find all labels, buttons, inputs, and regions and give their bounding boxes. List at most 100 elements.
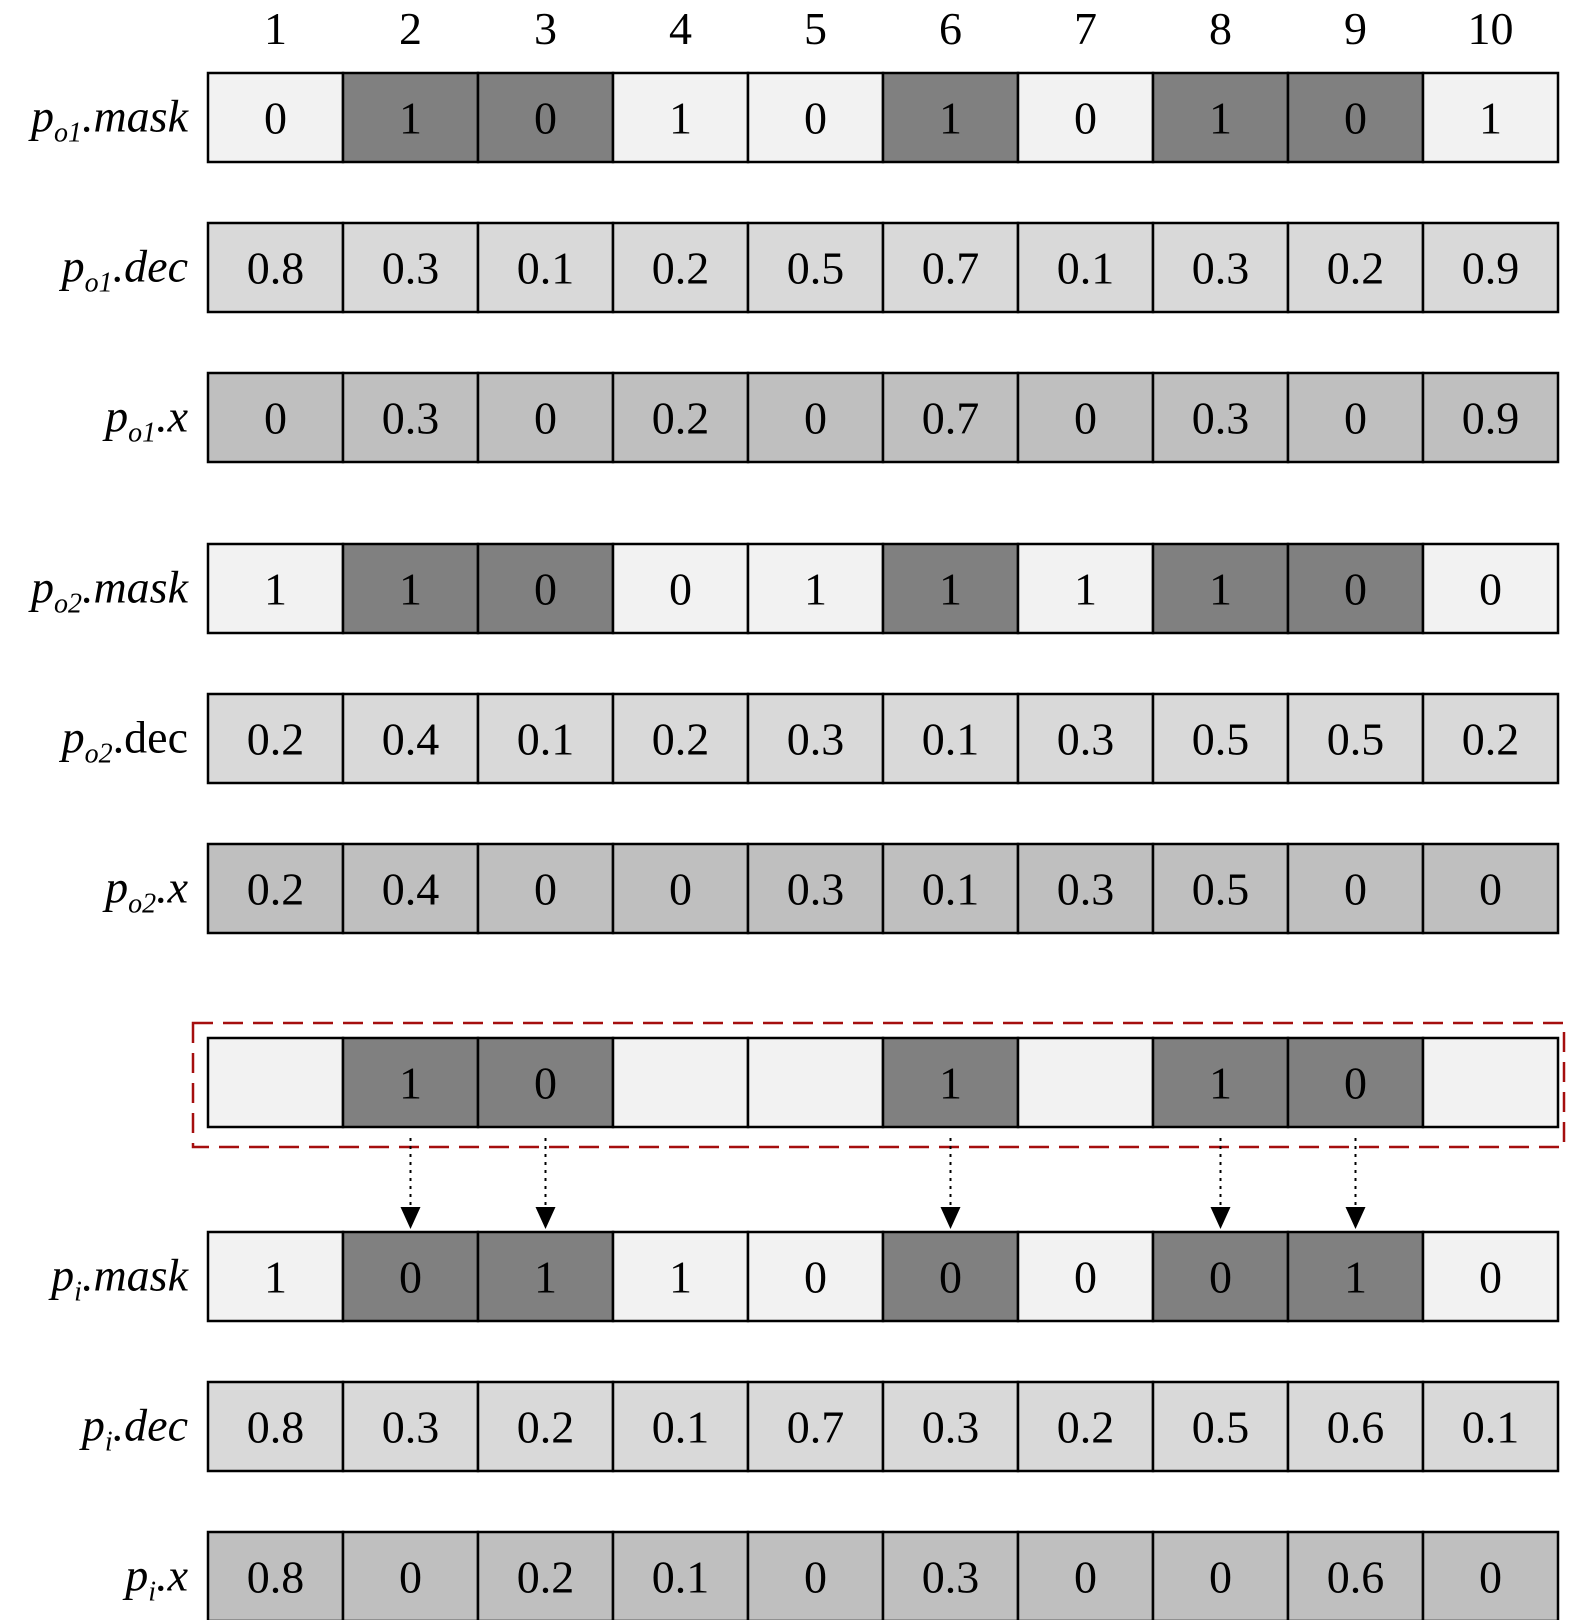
- row-label: po1.x: [102, 391, 189, 449]
- cell-value: 1: [399, 564, 422, 615]
- cell-value: 0: [804, 93, 827, 144]
- column-number: 6: [939, 3, 962, 54]
- cell-box: [1286, 542, 1425, 635]
- cell-value: 0.2: [517, 1552, 575, 1603]
- cell-box: [206, 71, 345, 164]
- cell-value: 0.5: [1192, 864, 1250, 915]
- cell-value: 0.3: [1192, 393, 1250, 444]
- cell-value: 0: [1479, 864, 1502, 915]
- cell-box: [206, 371, 345, 464]
- label-base: p: [102, 391, 128, 442]
- label-subscript: o2: [85, 739, 113, 770]
- cell-box: [1151, 71, 1290, 164]
- cell-box: [1421, 842, 1560, 935]
- cell-value: 1: [939, 93, 962, 144]
- cell-value: 1: [264, 1252, 287, 1303]
- column-number: 4: [669, 3, 692, 54]
- column-number: 5: [804, 3, 827, 54]
- cell-box: [476, 1530, 615, 1620]
- cell-value: 0.3: [787, 864, 845, 915]
- row-label: po1.dec: [59, 241, 188, 299]
- cell-box: [476, 692, 615, 785]
- cell-box: [746, 371, 885, 464]
- row-labels: po1.maskpo1.decpo1.xpo2.maskpo2.decpo2.x…: [28, 91, 190, 1608]
- column-number: 10: [1468, 3, 1514, 54]
- cell-box: [1286, 692, 1425, 785]
- label-base: p: [59, 241, 85, 292]
- cell-box: [746, 692, 885, 785]
- cell-value: 0: [1074, 1552, 1097, 1603]
- cell-box: [476, 1230, 615, 1323]
- cell-value: 0: [1074, 393, 1097, 444]
- cell-value: 1: [939, 564, 962, 615]
- cell-value: 1: [1074, 564, 1097, 615]
- cell-box: [1016, 692, 1155, 785]
- label-suffix: .dec: [113, 1400, 188, 1451]
- cell-value: 0.7: [922, 393, 980, 444]
- cell-box: [476, 1380, 615, 1473]
- row-label: pi.dec: [79, 1400, 188, 1458]
- cell-box: [1151, 221, 1290, 314]
- cell-value: 1: [1209, 93, 1232, 144]
- cell-value: 0.6: [1327, 1552, 1385, 1603]
- cell-box: [1151, 1530, 1290, 1620]
- cell-value: 0.8: [247, 1402, 305, 1453]
- cell-box: [881, 692, 1020, 785]
- arrow-head: [1345, 1207, 1366, 1229]
- cell-value: 0.7: [787, 1402, 845, 1453]
- cell-box: [746, 542, 885, 635]
- label-base: p: [28, 91, 54, 142]
- cell-box: [611, 1380, 750, 1473]
- cell-value: 0: [1344, 564, 1367, 615]
- cell-value: 0: [264, 93, 287, 144]
- label-subscript: i: [74, 1277, 82, 1308]
- cell-box: [746, 71, 885, 164]
- cell-box: [206, 1036, 345, 1129]
- cell-value: 0.5: [1192, 714, 1250, 765]
- column-number: 8: [1209, 3, 1232, 54]
- cell-value: 0.3: [382, 243, 440, 294]
- cell-value: 0: [1479, 1252, 1502, 1303]
- cell-value: 0: [534, 393, 557, 444]
- cell-box: [1016, 1380, 1155, 1473]
- transfer-arrows: [400, 1138, 1366, 1229]
- cell-value: 1: [1209, 564, 1232, 615]
- cell-value: 1: [264, 564, 287, 615]
- cell-box: [341, 1036, 480, 1129]
- cell-box: [341, 221, 480, 314]
- cell-value: 0.3: [382, 1402, 440, 1453]
- row-label: po2.dec: [59, 712, 188, 770]
- cell-box: [1016, 371, 1155, 464]
- cell-value: 0: [534, 864, 557, 915]
- row-label: pi.mask: [48, 1250, 189, 1308]
- cell-box: [1286, 371, 1425, 464]
- cell-box: [1421, 692, 1560, 785]
- cell-box: [1151, 542, 1290, 635]
- cell-value: 0.8: [247, 1552, 305, 1603]
- cell-value: 0.5: [1327, 714, 1385, 765]
- label-base: p: [48, 1250, 74, 1301]
- cell-value: 0: [534, 564, 557, 615]
- cell-box: [611, 1230, 750, 1323]
- cell-box: [341, 1380, 480, 1473]
- cell-value: 1: [1479, 93, 1502, 144]
- label-subscript: o1: [128, 418, 156, 449]
- cell-box: [206, 692, 345, 785]
- cell-value: 0.2: [517, 1402, 575, 1453]
- arrow-head: [535, 1207, 556, 1229]
- cell-box: [1421, 1230, 1560, 1323]
- cell-box: [1016, 221, 1155, 314]
- row-label: po1.mask: [28, 91, 190, 149]
- cell-value: 0.7: [922, 243, 980, 294]
- label-subscript: o1: [54, 118, 82, 149]
- cell-value: 0.3: [922, 1402, 980, 1453]
- cell-box: [206, 542, 345, 635]
- cell-value: 1: [669, 1252, 692, 1303]
- label-subscript: o2: [128, 889, 156, 920]
- arrow-head: [1210, 1207, 1231, 1229]
- label-base: p: [28, 562, 54, 613]
